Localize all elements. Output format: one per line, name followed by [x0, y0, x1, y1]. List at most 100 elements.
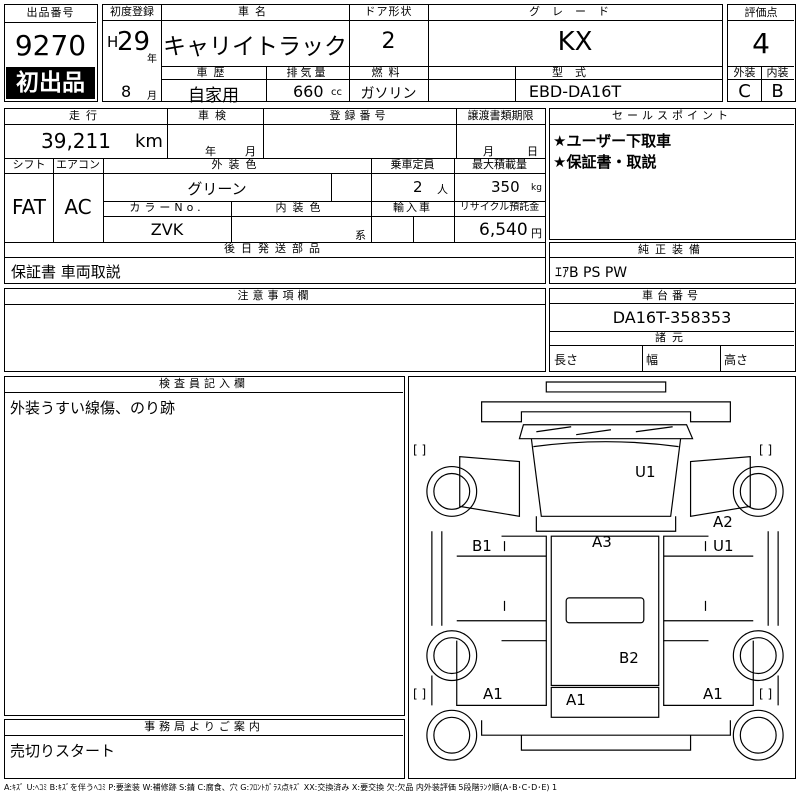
notes-box: 注意事項欄	[4, 288, 546, 372]
registration-month: 8	[121, 82, 132, 101]
score-box: 評価点 4 外装 内装 C B	[727, 4, 796, 102]
damage-mark-bed-front: A3	[592, 533, 612, 551]
displacement-label: 排気量	[286, 66, 329, 79]
transfer-month-unit: 月	[483, 145, 494, 158]
transfer-deadline-label: 譲渡書類期限	[467, 109, 534, 122]
year-unit: 年	[147, 54, 157, 65]
recycle-fee-unit: 円	[531, 227, 542, 240]
inspector-box: 検査員記入欄 外装うすい線傷、のり跡	[4, 376, 405, 716]
model-label: 型式	[552, 66, 598, 79]
exterior-color: グリーン	[187, 180, 247, 198]
inspection-label: 車検	[198, 109, 232, 122]
damage-mark-right-rear: A1	[703, 685, 723, 703]
equipment-box: 純正装備 ｴｱB PS PW	[549, 242, 796, 284]
first-registration-label: 初度登録	[110, 5, 154, 18]
color-number-label: カラーNo.	[129, 201, 205, 214]
displacement-unit: cc	[331, 87, 342, 98]
office-box: 事務局よりご案内 売切りスタート	[4, 719, 405, 779]
chassis-number: DA16T-358353	[612, 308, 732, 327]
shift-label: シフト	[12, 158, 46, 171]
inspection-month-unit: 月	[245, 145, 256, 158]
lot-number-label: 出品番号	[26, 6, 75, 19]
inspector-comment: 外装うすい線傷、のり跡	[10, 399, 176, 417]
recycle-fee: 6,540	[479, 220, 528, 240]
truck-outline-diagram	[426, 381, 784, 761]
bracket-rear-left: [ ]	[413, 687, 427, 701]
era: H	[107, 33, 119, 51]
color-number: ZVK	[150, 220, 184, 239]
ac-label: エアコン	[56, 158, 100, 171]
later-parts-label: 後日発送部品	[224, 242, 326, 255]
inspection-year-unit: 年	[205, 145, 216, 158]
office-message: 売切りスタート	[10, 742, 116, 760]
history-label: 車歴	[196, 66, 231, 79]
registration-year: 29	[117, 27, 151, 57]
import-label: 輸入車	[393, 201, 432, 214]
lot-number: 9270	[14, 29, 87, 62]
interior-color-label: 内装色	[275, 201, 327, 214]
later-parts: 保証書 車両取説	[11, 263, 121, 281]
grade: KX	[557, 27, 593, 57]
damage-diagram: [ ] [ ] [ ] [ ] U1 A2 U1 B1 A3 B2 A1 A1 …	[408, 376, 796, 779]
interior-grade: B	[771, 81, 784, 102]
notes-label: 注意事項欄	[237, 289, 313, 302]
score: 4	[752, 27, 770, 60]
displacement: 660	[293, 82, 324, 101]
height-label: 高さ	[724, 353, 749, 367]
first-listing-badge: 初出品	[6, 67, 95, 99]
bracket-front-right: [ ]	[759, 443, 773, 457]
exterior-grade: C	[738, 81, 751, 102]
damage-mark-left-side: B1	[472, 537, 492, 555]
shift: FAT	[11, 195, 46, 219]
damage-mark-bed: B2	[619, 649, 639, 667]
recycle-fee-label: リサイクル預託金	[459, 202, 540, 213]
damage-mark-cab: U1	[635, 463, 656, 481]
transfer-day-unit: 日	[527, 145, 538, 158]
fuel-label: 燃料	[371, 66, 406, 79]
chassis-box: 車台番号 DA16T-358353 諸元 長さ 幅 高さ	[549, 288, 796, 372]
mileage-label: 走行	[69, 109, 103, 122]
interior-grade-label: 内装	[766, 66, 789, 79]
lot-number-box: 出品番号 9270 初出品	[4, 4, 98, 102]
chassis-label: 車台番号	[642, 289, 702, 302]
capacity-unit: 人	[437, 183, 448, 196]
details-box: 走行 車検 登録番号 譲渡書類期限 39,211 km 年 月 月 日 シフト …	[4, 108, 546, 284]
sales-point-item: ★保証書・取説	[553, 153, 657, 171]
dimensions-label: 諸元	[655, 331, 689, 344]
mileage: 39,211	[41, 129, 111, 153]
length-label: 長さ	[554, 353, 579, 367]
door-type-label: ドア形状	[364, 5, 413, 18]
capacity: 2	[413, 178, 423, 196]
score-label: 評価点	[744, 6, 778, 19]
bracket-front-left: [ ]	[413, 443, 427, 457]
inspector-label: 検査員記入欄	[159, 377, 249, 390]
model-code: EBD-DA16T	[528, 82, 622, 101]
damage-mark-right-door: A2	[713, 513, 733, 531]
equipment: ｴｱB PS PW	[555, 265, 628, 281]
grade-label: グレード	[529, 5, 621, 18]
sales-points-label: セールスポイント	[612, 109, 732, 122]
damage-mark-right-side: U1	[713, 537, 734, 555]
registration-number-label: 登録番号	[329, 109, 390, 122]
air-conditioner: AC	[64, 195, 92, 219]
month-unit: 月	[147, 91, 157, 102]
bracket-rear-right: [ ]	[759, 687, 773, 701]
vehicle-history: 自家用	[188, 86, 239, 106]
vehicle-name-label: 車名	[238, 5, 272, 18]
sales-points-box: セールスポイント ★ユーザー下取車 ★保証書・取説	[549, 108, 796, 240]
door-count: 2	[381, 29, 396, 54]
damage-legend: A:ｷｽﾞ U:ﾍｺﾐ B:ｷｽﾞを伴うﾍｺﾐ P:要塗装 W:補修跡 S:錆 …	[4, 783, 558, 792]
payload-label: 最大積載量	[472, 158, 527, 171]
mileage-unit: km	[135, 131, 163, 152]
width-label: 幅	[646, 353, 659, 367]
exterior-color-label: 外装色	[211, 158, 263, 171]
damage-mark-tailgate: A1	[566, 691, 586, 709]
payload: 350	[491, 178, 520, 196]
sales-point-item: ★ユーザー下取車	[553, 132, 672, 150]
damage-mark-left-rear: A1	[483, 685, 503, 703]
office-label: 事務局よりご案内	[144, 720, 264, 733]
fuel: ガソリン	[360, 86, 417, 102]
exterior-grade-label: 外装	[733, 66, 756, 79]
capacity-label: 乗車定員	[390, 158, 435, 171]
vehicle-info-box: 初度登録 車名 ドア形状 グレード H 29 年 8 月 キャリイトラック 2 …	[102, 4, 723, 106]
